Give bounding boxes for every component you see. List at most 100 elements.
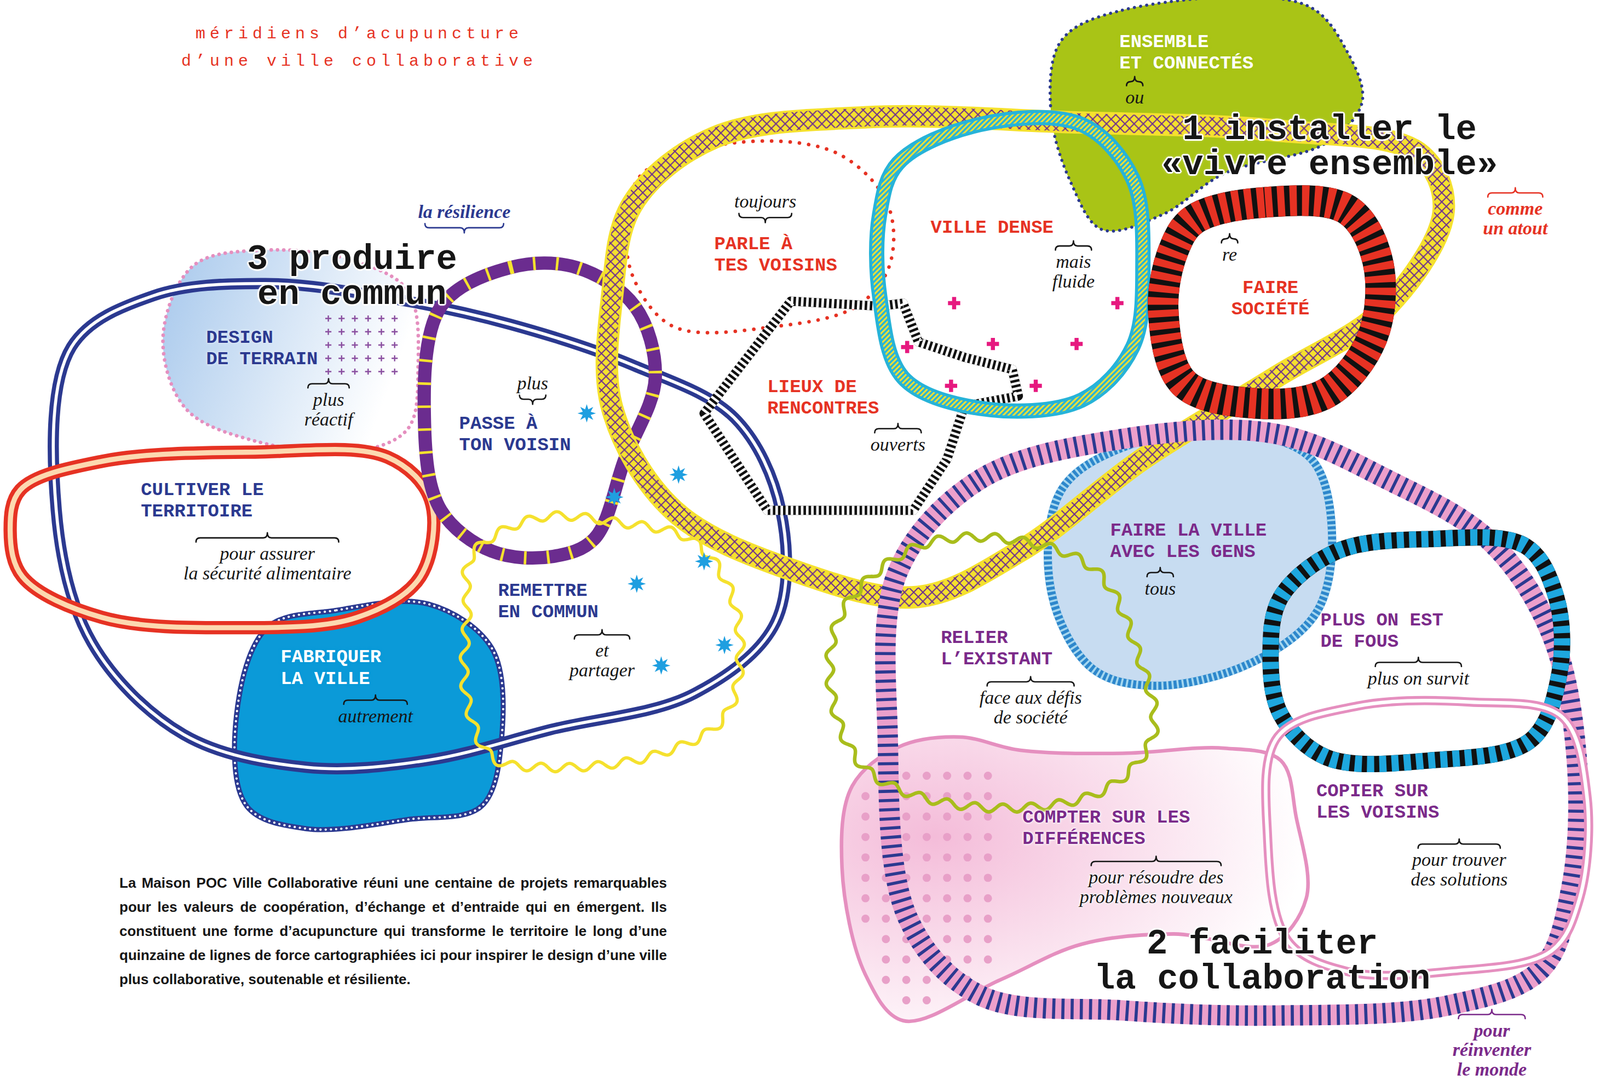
dot-mark — [922, 832, 931, 842]
text-line: de société — [979, 707, 1082, 728]
meridian-heading: 1 installer le «vivre ensemble» — [1161, 112, 1499, 183]
dot-mark — [901, 914, 911, 923]
dot-mark — [922, 873, 931, 882]
text-holder: re — [846, 244, 1600, 265]
text-holder: REMETTRE EN COMMUN — [497, 580, 599, 624]
dot-mark — [901, 996, 911, 1005]
text-line: en commun — [246, 277, 458, 313]
dot-mark — [901, 873, 911, 882]
dot-mark — [983, 893, 992, 902]
curly-brace — [424, 223, 504, 233]
dot-mark — [942, 812, 952, 821]
dot-mark — [861, 812, 870, 821]
outline-stroke — [1163, 200, 1381, 404]
project-label: FAIRE LA VILLE AVEC LES GENS — [1110, 520, 1268, 563]
grid-mark — [365, 354, 372, 361]
dot-mark — [881, 832, 890, 842]
outline-stroke — [1265, 700, 1589, 976]
dot-mark — [881, 873, 890, 882]
curly-brace — [519, 395, 546, 405]
handwritten-note: autrement — [337, 706, 413, 727]
dot-mark — [983, 832, 992, 842]
grid-mark — [365, 328, 372, 335]
bubble-outline — [0, 441, 442, 639]
text-line: comme — [1482, 198, 1548, 219]
project-label: COPIER SUR LES VOISINS — [1316, 780, 1440, 824]
meridian-heading: 3 produire en commun — [246, 242, 458, 313]
curly-brace — [1091, 856, 1222, 866]
handwritten-note: ou — [1125, 87, 1144, 108]
text-line: la résilience — [417, 202, 511, 222]
project-label: RELIER L’EXISTANT — [940, 627, 1053, 671]
text-holder: DESIGN DE TERRAIN — [205, 327, 318, 371]
text-line: et — [569, 640, 635, 661]
text-line: EN COMMUN — [497, 601, 599, 624]
text-holder: La Maison POC Ville Collaborative réuni … — [119, 870, 667, 992]
text-line: un atout — [1482, 218, 1548, 239]
dot-mark — [983, 934, 992, 943]
text-holder: FAIRE LA VILLE AVEC LES GENS — [1110, 520, 1268, 563]
curly-brace — [1126, 76, 1143, 86]
curly-brace — [574, 629, 630, 640]
dot-mark — [942, 914, 952, 923]
star-symbol — [694, 551, 714, 571]
cross-mark — [986, 337, 999, 350]
text-line: FAIRE LA VILLE — [1110, 520, 1268, 542]
dot-mark — [963, 832, 972, 842]
handwritten-note: re — [1222, 244, 1237, 265]
project-label: PASSE À TON VOISIN — [459, 413, 572, 457]
text-line: face aux défis — [979, 687, 1082, 708]
meridian-loop: 1 installer le «vivre ensemble»comme un … — [596, 101, 1460, 613]
diagram-title: méridiens d’acupuncture d’une ville coll… — [181, 20, 538, 76]
dot-mark — [942, 934, 952, 943]
grid-mark — [378, 328, 385, 335]
dot-mark — [922, 996, 931, 1005]
text-line: des solutions — [1411, 869, 1509, 890]
grid-mark — [352, 315, 359, 322]
dot-mark — [983, 853, 992, 862]
dot-mark — [922, 853, 931, 862]
handwritten-note: pour résoudre des problèmes nouveaux — [1079, 867, 1233, 907]
cross-mark — [945, 379, 958, 392]
text-line: «vivre ensemble» — [1161, 147, 1499, 183]
bubble-outline — [818, 527, 1167, 820]
dot-mark — [983, 873, 992, 882]
outline-stroke — [460, 511, 745, 773]
handwritten-note: toujours — [734, 191, 797, 212]
dot-mark — [901, 934, 911, 943]
text-line: COPIER SUR — [1316, 780, 1440, 803]
text-line: TON VOISIN — [459, 434, 572, 457]
dot-mark — [942, 873, 952, 882]
grid-mark — [352, 354, 359, 361]
dot-mark — [901, 832, 911, 842]
dot-mark — [922, 975, 931, 984]
grid-mark — [325, 354, 332, 361]
dot-mark — [963, 975, 972, 984]
curly-brace — [1375, 657, 1462, 667]
dot-mark — [963, 853, 972, 862]
project-label: COMPTER SUR LES DIFFÉRENCES — [1022, 807, 1190, 850]
outline-stroke — [234, 601, 504, 830]
text-line: pour trouver — [1411, 849, 1509, 870]
text-line: plus — [304, 389, 354, 410]
text-holder: autrement — [0, 706, 759, 727]
curly-brace — [1147, 567, 1174, 577]
grid-mark — [338, 368, 345, 375]
grid-mark — [365, 341, 372, 348]
curly-brace — [1458, 1009, 1525, 1019]
text-line: ouverts — [870, 434, 926, 455]
text-line: FAIRE — [1231, 277, 1310, 299]
text-holder: 2 faciliter la collaboration — [878, 926, 1600, 997]
dot-mark — [922, 771, 931, 780]
text-holder: PLUS ON EST DE FOUS — [1320, 609, 1443, 653]
grid-mark — [325, 328, 332, 335]
text-line: 1 installer le — [1161, 112, 1499, 148]
outline-stroke — [1163, 200, 1381, 404]
curly-brace — [1418, 838, 1501, 849]
grid-mark — [338, 315, 345, 322]
text-line: partager — [569, 660, 635, 681]
dot-mark — [942, 771, 952, 780]
diagram-caption: La Maison POC Ville Collaborative réuni … — [119, 870, 667, 992]
text-line: LIEUX DE — [767, 376, 879, 399]
